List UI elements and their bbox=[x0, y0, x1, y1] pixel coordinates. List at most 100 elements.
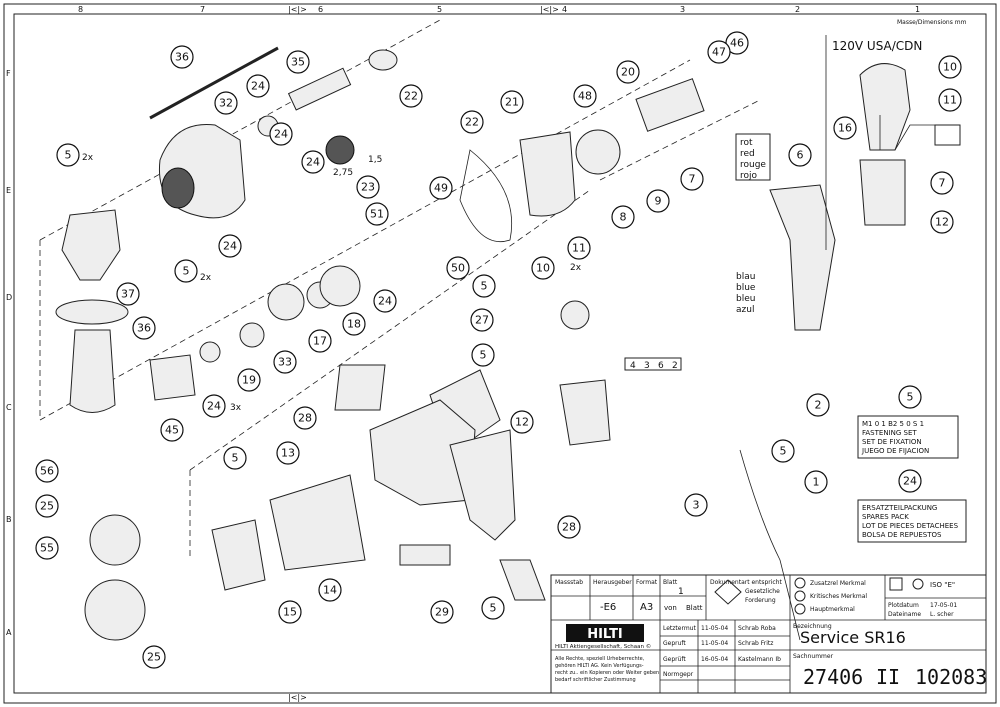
inset-callout-label: 7 bbox=[939, 177, 946, 190]
part-callout-label: 6 bbox=[797, 149, 804, 162]
tb-legal-1: Alle Rechte, speziell Urheberrechte, bbox=[555, 656, 645, 662]
baffle-part bbox=[211, 519, 266, 591]
drawing-border: 8 7 6 5 4 3 2 1 F E D C B A |<|> |<|> |<… bbox=[3, 3, 997, 704]
title-block: Massstab Herausgeber Format Blatt Dokume… bbox=[550, 574, 987, 694]
part-callout-label: 56 bbox=[40, 465, 54, 478]
part-callout-14: 14 bbox=[318, 578, 342, 602]
part-callout-label: 50 bbox=[451, 262, 465, 275]
quantity-notes: 2x 2x 3x 2x 1,5 2,75 bbox=[82, 153, 582, 413]
part-callout-20: 20 bbox=[616, 60, 640, 84]
part-callout-label: 51 bbox=[370, 208, 384, 221]
dim-2-75: 2,75 bbox=[333, 168, 353, 178]
part-callout-label: 22 bbox=[465, 116, 479, 129]
part-callout-1: 1 bbox=[804, 470, 828, 494]
tb-row-date-2: 11-05-04 bbox=[701, 640, 728, 647]
spares-line-4: BOLSA DE REPUESTOS bbox=[862, 531, 942, 539]
part-callout-5: 5 bbox=[472, 274, 496, 298]
fan-part bbox=[575, 129, 621, 175]
chuck-part bbox=[89, 514, 141, 566]
terminal-6: 6 bbox=[658, 361, 664, 371]
part-callout-label: 24 bbox=[306, 156, 320, 169]
tb-format: A3 bbox=[640, 602, 653, 613]
fastening-line-4: JUEGO DE FIJACION bbox=[861, 447, 929, 455]
part-callout-label: 19 bbox=[242, 374, 256, 387]
inset-120v: 120V USA/CDN bbox=[825, 35, 961, 250]
tb-row-name-3: Kastelmann Ib bbox=[738, 656, 781, 663]
part-callout-label: 21 bbox=[505, 96, 519, 109]
wire-red-en: red bbox=[740, 149, 755, 159]
part-callout-label: 1 bbox=[813, 476, 820, 489]
part-callout-13: 13 bbox=[276, 441, 300, 465]
gear-large-1 bbox=[267, 283, 305, 321]
part-callout-28: 28 bbox=[293, 406, 317, 430]
part-callout-label: 22 bbox=[404, 90, 418, 103]
tb-legal-2: gehören HILTI AG. Kein Verfügungs- bbox=[555, 663, 644, 669]
grid-top-6: 6 bbox=[318, 5, 323, 14]
hilti-logo bbox=[566, 624, 644, 642]
chuck-keyless bbox=[84, 579, 146, 641]
inset-callout-label: 16 bbox=[838, 122, 852, 135]
part-callout-36: 36 bbox=[170, 45, 194, 69]
wire-blue-de: blau bbox=[736, 272, 755, 282]
grid-top-7: 7 bbox=[200, 5, 205, 14]
part-callout-24: 24 bbox=[218, 234, 242, 258]
part-callout-51: 51 bbox=[365, 202, 389, 226]
part-callout-label: 5 bbox=[490, 602, 497, 615]
switch-part bbox=[559, 379, 611, 446]
part-callout-5: 5 bbox=[56, 143, 80, 167]
power-cord bbox=[739, 449, 801, 641]
part-callout-22: 22 bbox=[460, 110, 484, 134]
grid-left-d: D bbox=[6, 293, 12, 302]
tb-doc-number: 102083 bbox=[915, 665, 987, 689]
tb-bezeichnung: Service SR16 bbox=[800, 628, 906, 647]
tb-bezeichnung-label: Bezeichnung bbox=[793, 623, 832, 630]
tb-publisher: -E6 bbox=[600, 602, 616, 613]
inset-callout-16: 16 bbox=[833, 116, 857, 140]
tb-dateiname-label: Dateiname bbox=[888, 611, 921, 618]
part-callout-5: 5 bbox=[481, 596, 505, 620]
part-callout-label: 17 bbox=[313, 335, 327, 348]
rod-part bbox=[149, 46, 279, 120]
brush-holder bbox=[560, 300, 590, 330]
part-callout-label: 15 bbox=[283, 606, 297, 619]
part-callout-label: 46 bbox=[730, 37, 744, 50]
tb-company: HILTI Aktiengesellschaft, Schaan © bbox=[555, 643, 651, 650]
part-callout-37: 37 bbox=[116, 282, 140, 306]
tb-plotdat-label: Plotdatum bbox=[888, 602, 919, 609]
part-callout-25: 25 bbox=[142, 645, 166, 669]
tb-doc-note-1: Gesetzliche bbox=[745, 588, 780, 595]
bearing-part bbox=[368, 49, 398, 71]
part-callout-48: 48 bbox=[573, 84, 597, 108]
motor-bracket bbox=[519, 131, 576, 217]
tb-plotdat: 17-05-01 bbox=[930, 602, 957, 609]
inset-callout-12: 12 bbox=[930, 210, 954, 234]
grid-left-a: A bbox=[6, 628, 12, 637]
tb-row-label-1: Letztermut bbox=[663, 625, 696, 632]
inset-callout-7: 7 bbox=[930, 171, 954, 195]
tb-row-label-3: Geprüft bbox=[663, 656, 686, 663]
tb-mark-3: Hauptmerkmal bbox=[810, 606, 855, 613]
part-callout-label: 5 bbox=[480, 349, 487, 362]
label-plate bbox=[399, 544, 451, 566]
center-mark-top-right: |<|> bbox=[540, 5, 559, 14]
part-callout-label: 28 bbox=[562, 521, 576, 534]
mark-circle-icon bbox=[794, 603, 806, 615]
box-callout-5: 5 bbox=[898, 385, 922, 409]
dim-1-5: 1,5 bbox=[368, 155, 382, 165]
part-callout-label: 12 bbox=[515, 416, 529, 429]
terminal-2: 2 bbox=[672, 361, 678, 371]
part-callout-46: 46 bbox=[725, 31, 749, 55]
part-callout-label: 5 bbox=[183, 265, 190, 278]
part-callout-label: 28 bbox=[298, 412, 312, 425]
part-callout-label: 24 bbox=[251, 80, 265, 93]
part-callout-label: 14 bbox=[323, 584, 337, 597]
spares-line-2: SPARES PACK bbox=[862, 513, 909, 521]
part-callout-label: 24 bbox=[223, 240, 237, 253]
tb-row-date-1: 11-05-04 bbox=[701, 625, 728, 632]
tool-part bbox=[499, 559, 546, 601]
part-callout-label: 25 bbox=[147, 651, 161, 664]
part-callout-21: 21 bbox=[500, 90, 524, 114]
tb-index: II bbox=[876, 665, 900, 689]
tb-doc-note-2: Forderung bbox=[745, 597, 776, 604]
